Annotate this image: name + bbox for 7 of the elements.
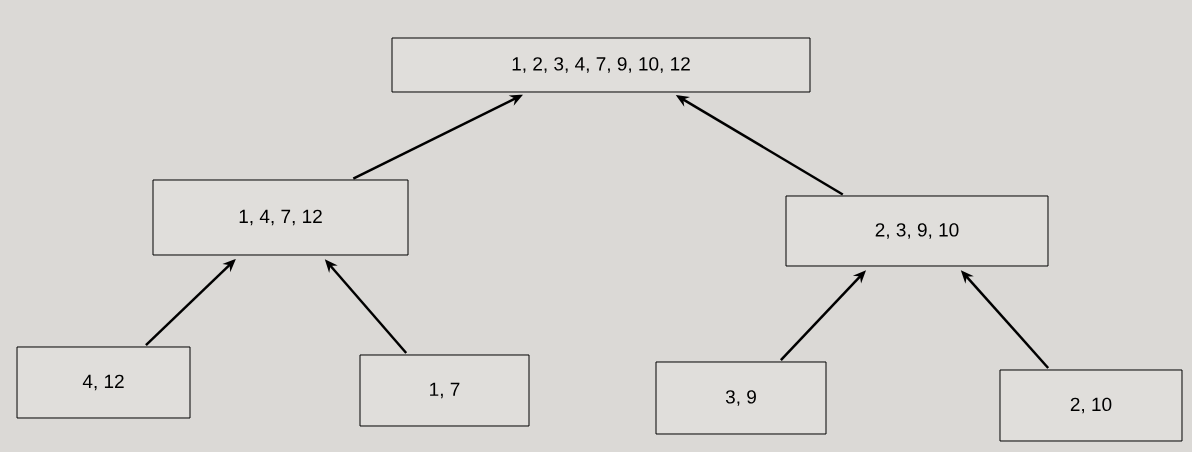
number-box: 1, 7 (359, 354, 530, 427)
number-box: 3, 9 (655, 361, 827, 435)
number-box: 1, 2, 3, 4, 7, 9, 10, 12 (391, 37, 811, 93)
number-box: 2, 10 (999, 369, 1183, 442)
number-box: 2, 3, 9, 10 (785, 195, 1049, 267)
number-box: 4, 12 (16, 346, 191, 419)
number-box: 1, 4, 7, 12 (152, 179, 409, 256)
